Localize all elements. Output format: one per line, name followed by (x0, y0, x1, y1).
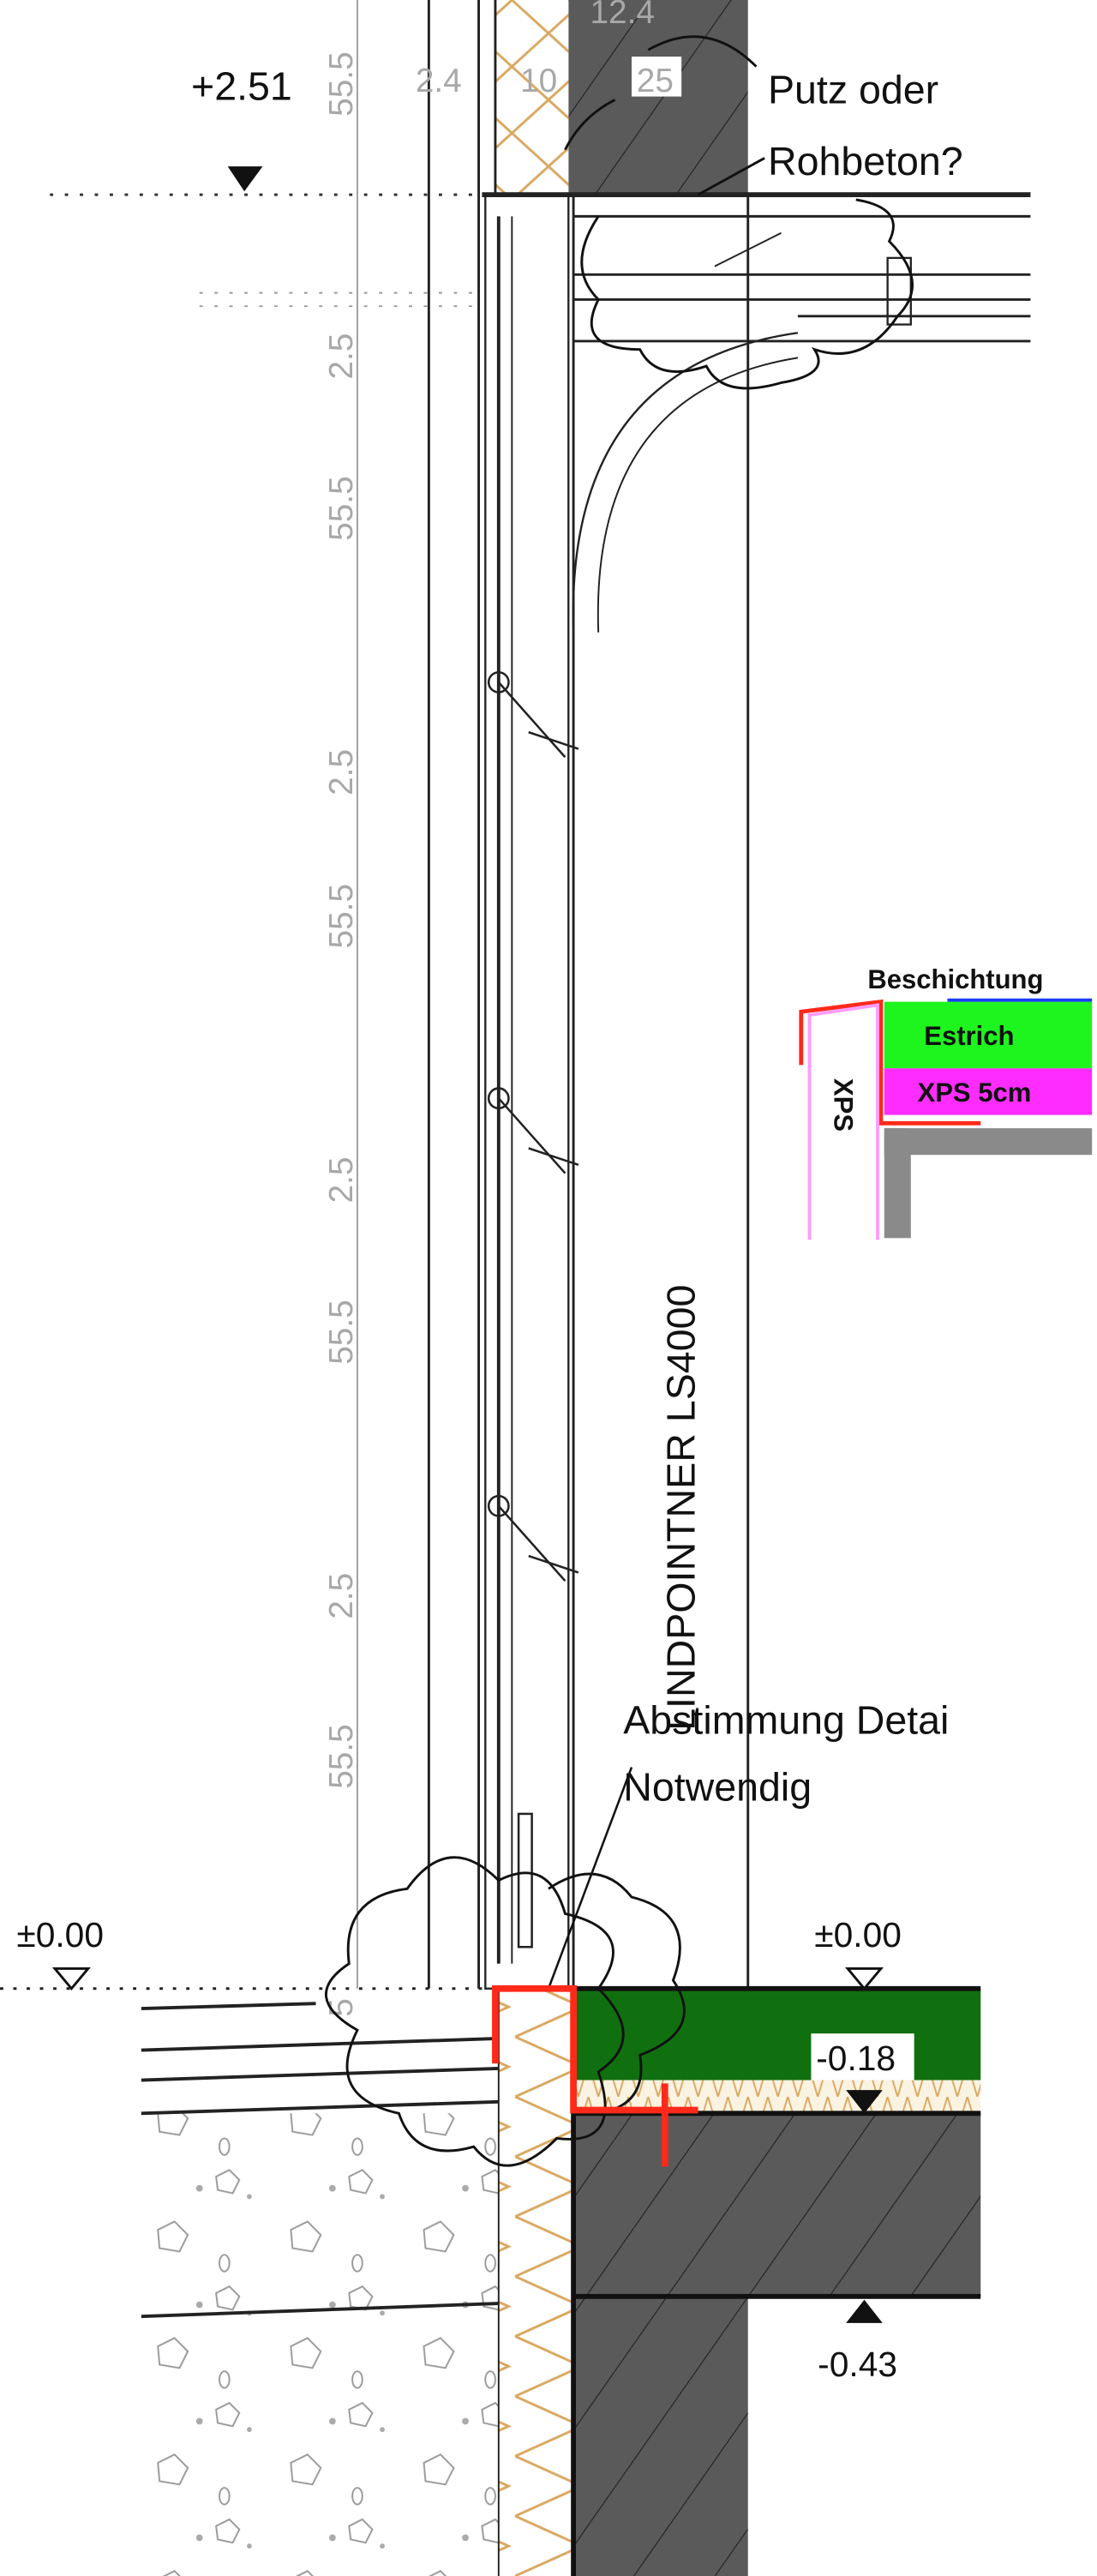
level-zero-left: ±0.00 (16, 1915, 104, 1955)
material-legend: Beschichtung Estrich XPS 5cm XPS (799, 964, 1093, 1240)
annotation-abstimmung-1: Abstimmung Detai (623, 1698, 949, 1743)
svg-text:2.5: 2.5 (323, 749, 360, 796)
annotation-putz-2: Rohbeton? (768, 139, 963, 183)
svg-text:55.5: 55.5 (323, 1724, 360, 1789)
svg-text:55.5: 55.5 (323, 1300, 360, 1365)
svg-text:2.5: 2.5 (323, 333, 360, 380)
svg-text:55.5: 55.5 (323, 476, 360, 541)
legend-xps-floor: XPS 5cm (918, 1078, 1032, 1108)
wall-insulation-upper (495, 0, 569, 195)
concrete-wall-lower (573, 2296, 748, 2576)
level-screed-bottom: -0.18 (816, 2039, 896, 2078)
revision-cloud-bottom (325, 1856, 686, 2167)
annotation-putz-1: Putz oder (768, 67, 938, 111)
product-label: LINDPOINTNER LS4000 (659, 1285, 704, 1731)
legend-coating: Beschichtung (867, 964, 1043, 994)
floor-slab (573, 2113, 981, 2297)
svg-text:5: 5 (323, 1998, 360, 2017)
dim-wall: 25 (637, 63, 674, 99)
dim-insulation: 10 (520, 63, 557, 99)
terrain-layers (141, 2002, 507, 2319)
level-marker-top (227, 166, 263, 192)
window-sashes (487, 670, 579, 1949)
gravel-fill (149, 2113, 499, 2576)
vertical-dimensions: 55.5 2.5 55.5 2.5 55.5 2.5 55.5 2.5 55.5… (323, 51, 360, 2016)
svg-text:2.5: 2.5 (323, 1157, 360, 1204)
revision-cloud-top (564, 35, 914, 390)
level-top: +2.51 (191, 63, 292, 108)
legend-xps-wall: XPS (829, 1078, 859, 1132)
ceiling-box (482, 192, 1031, 633)
svg-text:55.5: 55.5 (323, 51, 360, 117)
dim-window-offset: 2.4 (416, 63, 462, 99)
legend-screed: Estrich (924, 1021, 1014, 1051)
dim-top-wall: 12.4 (590, 0, 654, 31)
wall-insulation-lower (498, 1988, 572, 2576)
annotation-abstimmung-2: Notwendig (623, 1764, 812, 1809)
level-zero-right: ±0.00 (814, 1915, 902, 1955)
markup-red-sealing (492, 1985, 698, 2114)
svg-text:55.5: 55.5 (323, 884, 360, 949)
level-slab-bottom: -0.43 (818, 2345, 897, 2384)
concrete-wall-upper (568, 0, 748, 195)
screed-layer (573, 1988, 981, 2081)
svg-text:2.5: 2.5 (323, 1573, 360, 1619)
